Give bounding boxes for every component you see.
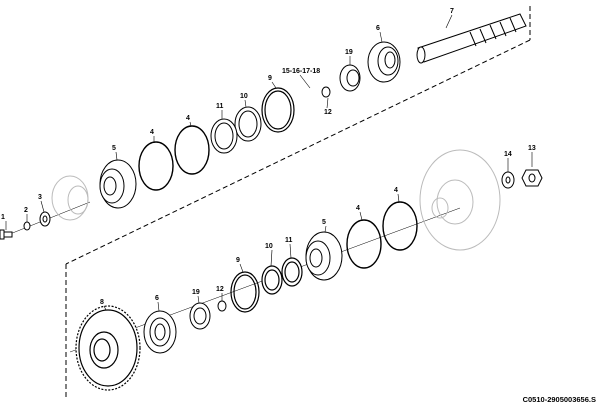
callout-5-bottom: 5 — [322, 219, 326, 226]
nut-part-13 — [521, 169, 543, 187]
ring-part-12-bottom — [217, 300, 227, 312]
gear-part-8 — [75, 305, 141, 391]
callout-13: 13 — [528, 145, 536, 152]
bolt-part-1 — [0, 229, 13, 240]
callout-9-bottom: 9 — [236, 257, 240, 264]
callout-8: 8 — [100, 299, 104, 306]
shaft-part-7 — [416, 13, 527, 64]
ghost-housing — [51, 175, 89, 221]
washer-part-3 — [39, 211, 51, 227]
callout-12-bottom: 12 — [216, 286, 224, 293]
bearing-part-19-bottom — [189, 302, 211, 330]
callout-9-top: 9 — [268, 75, 272, 82]
ring-part-12-top — [321, 86, 331, 98]
rings-part-10-11-bottom — [261, 257, 303, 295]
callout-19-top: 19 — [345, 49, 353, 56]
callout-labels: 1 2 3 5 4 4 11 10 9 15-16-17-18 12 19 6 … — [1, 8, 536, 306]
o-rings-part-4-top — [138, 125, 210, 191]
drawing-code: C0510-2905003656.S — [522, 395, 596, 404]
callout-4-top-right: 4 — [186, 115, 190, 122]
callout-14: 14 — [504, 151, 512, 158]
washer-part-14 — [501, 171, 515, 189]
bearing-part-6-top — [367, 41, 401, 83]
snap-ring-part-9-bottom — [230, 271, 260, 313]
callout-10-bottom: 10 — [265, 243, 273, 250]
callout-6-top: 6 — [376, 25, 380, 32]
callout-11-bottom: 11 — [285, 237, 293, 244]
callout-4-bottom-left: 4 — [356, 205, 360, 212]
bearing-part-19-top — [339, 64, 361, 92]
callout-15-18: 15-16-17-18 — [282, 68, 320, 75]
callout-19-bottom: 19 — [192, 289, 200, 296]
snap-ring-part-9-top — [261, 87, 295, 133]
callout-4-bottom-right: 4 — [394, 187, 398, 194]
callout-5-top: 5 — [112, 145, 116, 152]
callout-2: 2 — [24, 207, 28, 214]
o-rings-part-4-bottom — [346, 201, 418, 269]
callout-4-top-left: 4 — [150, 129, 154, 136]
rings-part-10-11-top — [210, 106, 262, 154]
drum-part-5-bottom — [305, 231, 343, 281]
callout-11-top: 11 — [216, 103, 224, 110]
nut-part-2 — [23, 221, 31, 231]
callout-3: 3 — [38, 194, 42, 201]
callout-10-top: 10 — [240, 93, 248, 100]
callout-6-bottom: 6 — [155, 295, 159, 302]
callout-7: 7 — [450, 8, 454, 15]
leader-lines — [5, 14, 533, 312]
callout-12-top: 12 — [324, 109, 332, 116]
drum-part-5-top — [99, 159, 137, 209]
bearing-part-6-bottom — [143, 310, 177, 354]
callout-1: 1 — [1, 214, 5, 221]
ghost-hub — [419, 149, 501, 251]
